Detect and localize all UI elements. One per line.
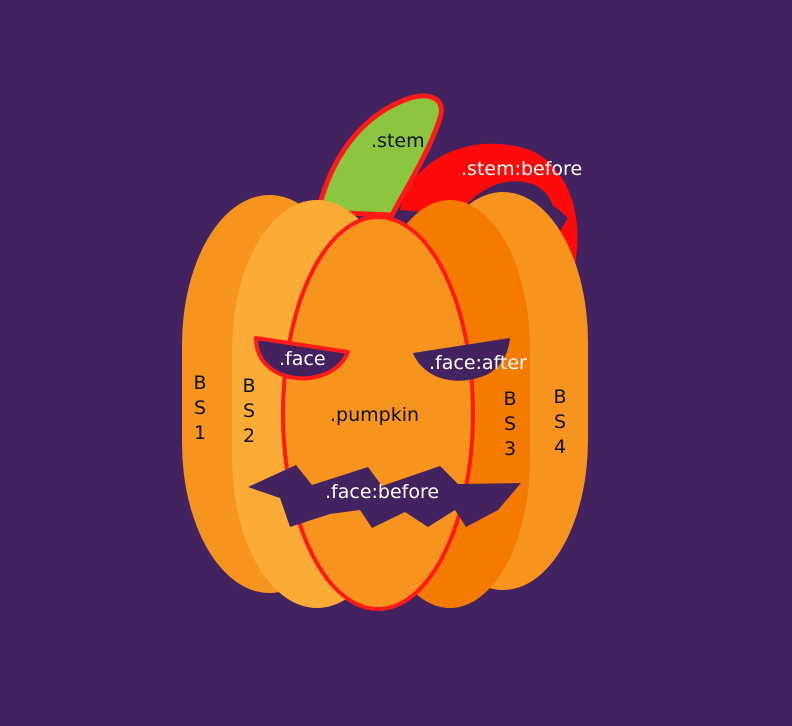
stem-before-label: .stem:before xyxy=(461,158,583,180)
face-after-label: .face:after xyxy=(429,352,527,374)
mouth-shape xyxy=(248,465,521,528)
face-before-label: .face:before xyxy=(325,481,440,503)
bs2-label: BS2 xyxy=(242,375,256,447)
right-eye-shape xyxy=(413,338,510,381)
pumpkin-label: .pumpkin xyxy=(330,404,420,426)
bs3-label: BS3 xyxy=(503,388,517,460)
stem-label: .stem xyxy=(371,130,425,152)
left-eye-shape xyxy=(254,336,350,381)
bs1-label: BS1 xyxy=(193,372,207,444)
face-label: .face xyxy=(279,348,326,370)
stem-before-shape xyxy=(400,143,578,265)
stem-shape xyxy=(315,93,444,218)
bs4-label: BS4 xyxy=(553,386,567,458)
